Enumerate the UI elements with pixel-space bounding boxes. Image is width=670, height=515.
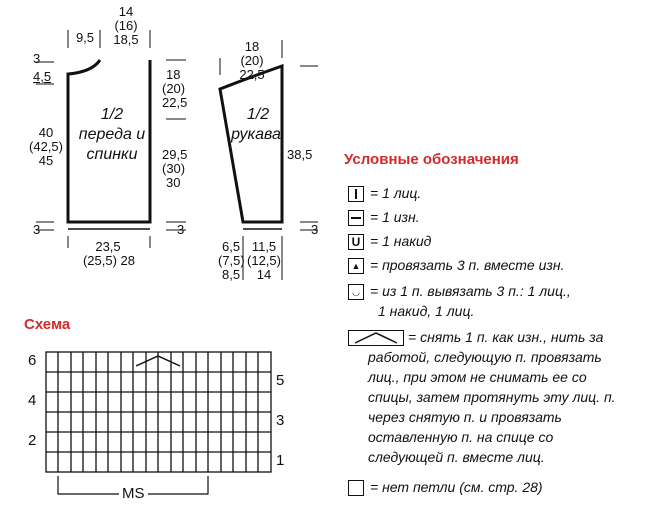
sleeve-label-2: рукава — [231, 126, 281, 143]
row-number-1: 1 — [276, 452, 285, 469]
legend-no-stitch: = нет петли (см. стр. 28) — [370, 479, 543, 495]
bottom-width-2: (25,5) 28 — [82, 253, 136, 268]
neck-width: 9,5 — [75, 30, 95, 45]
legend-slip-7: следующей п. вместе лиц. — [368, 449, 545, 465]
legend-purl: = 1 изн. — [370, 209, 420, 225]
body-label-1: 1/2 — [100, 106, 124, 123]
sleeve-top-3: 22,5 — [239, 67, 265, 82]
side-1: 29,5 — [162, 147, 188, 162]
neck-depth-top: 3 — [33, 51, 41, 66]
legend-yarn-over: = 1 накид — [370, 233, 432, 249]
sleeve-hem-right: 3 — [311, 222, 319, 237]
armhole-1: 18 — [166, 67, 181, 82]
body-hem-left: 3 — [33, 222, 41, 237]
neck-depth-bottom: 4,5 — [33, 69, 52, 84]
sleeve-label-1: 1/2 — [246, 106, 270, 123]
legend-slip-6: оставленную п. на спице со — [368, 429, 554, 445]
top-width-1: 14 — [118, 4, 134, 19]
legend-slip-5: через снятую п. и провязать — [368, 409, 562, 425]
top-width-2: (16) — [114, 18, 138, 33]
repeat-label: MS — [119, 486, 148, 501]
height-3: 45 — [38, 153, 54, 168]
sleeve-bottom-left-3: 8,5 — [222, 267, 241, 282]
bottom-width-1: 23,5 — [95, 239, 121, 254]
armhole-2: (20) — [162, 81, 186, 96]
sleeve-bottom-right-1: 11,5 — [251, 239, 277, 254]
legend-slip-1: = снять 1 п. как изн., нить за — [408, 329, 604, 345]
legend-slip-2: работой, следующую п. провязать — [368, 349, 602, 365]
side-2: (30) — [162, 161, 186, 176]
sleeve-bottom-right-3: 14 — [256, 267, 272, 282]
sleeve-top-1: 18 — [244, 39, 260, 54]
body-label-3: спинки — [86, 146, 138, 163]
legend-knit: = 1 лиц. — [370, 185, 422, 201]
slip-pass-over-icon — [348, 330, 404, 346]
sleeve-bottom-right-2: (12,5) — [247, 253, 281, 268]
row-number-5: 5 — [276, 372, 285, 389]
body-outline — [66, 59, 152, 224]
legend-purl-3: = провязать 3 п. вместе изн. — [370, 257, 565, 273]
row-number-4: 4 — [28, 392, 37, 409]
row-number-6: 6 — [28, 352, 37, 369]
sleeve-bottom-left-1: 6,5 — [222, 239, 241, 254]
no-stitch-icon — [348, 480, 364, 496]
height-1: 40 — [38, 125, 54, 140]
stitch-chart-grid — [45, 351, 272, 473]
purl-3-together-icon: ▲ — [348, 258, 364, 274]
top-width-3: 18,5 — [113, 32, 139, 47]
chart-title: Схема — [24, 316, 71, 333]
yarn-over-icon: U — [348, 234, 364, 250]
legend-title: Условные обозначения — [344, 151, 519, 168]
purl-stitch-icon — [348, 210, 364, 226]
body-hem-right: 3 — [177, 222, 185, 237]
legend-make3-1: = из 1 п. вывязать 3 п.: 1 лиц., — [370, 283, 571, 299]
side-3: 30 — [166, 175, 181, 190]
sleeve-outline — [218, 63, 284, 224]
sleeve-top-2: (20) — [240, 53, 264, 68]
row-number-3: 3 — [276, 412, 285, 429]
height-2: (42,5) — [29, 139, 63, 154]
legend-slip-3: лиц., при этом не снимать ее со — [368, 369, 587, 385]
sleeve-bottom-left-2: (7,5) — [218, 253, 245, 268]
make-3-from-1-icon: ◡ — [348, 284, 364, 300]
knit-stitch-icon — [348, 186, 364, 202]
sleeve-length: 38,5 — [287, 147, 313, 162]
legend-slip-4: спицы, затем протянуть эту лиц. п. — [368, 389, 616, 405]
body-label-2: переда и — [78, 126, 146, 143]
row-number-2: 2 — [28, 432, 37, 449]
legend-make3-2: 1 накид, 1 лиц. — [378, 303, 475, 319]
armhole-3: 22,5 — [162, 95, 188, 110]
